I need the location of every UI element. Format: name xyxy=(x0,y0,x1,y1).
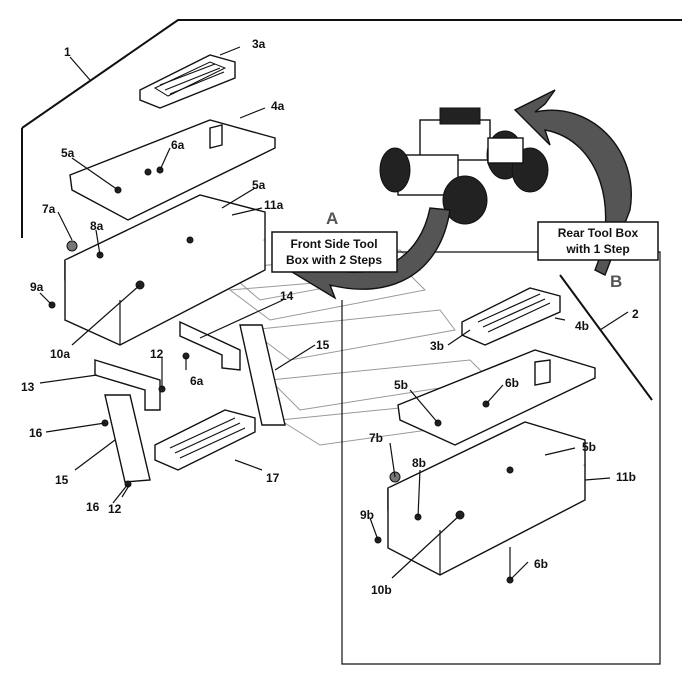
toolbox-11a xyxy=(64,194,266,346)
label-14: 14 xyxy=(280,289,294,303)
frame-a xyxy=(21,19,682,129)
tractor-image xyxy=(379,107,549,225)
callout-a-letter: A xyxy=(326,209,338,228)
callout-b-letter: B xyxy=(610,272,622,291)
part-labels: 1 2 3a 3b 4a 4b 5a 5a 5b 5b 6a 6a 6b 6b … xyxy=(21,37,639,597)
label-9a: 9a xyxy=(30,280,44,294)
label-10a: 10a xyxy=(50,347,70,361)
label-6a-top: 6a xyxy=(171,138,185,152)
callout-b-line2: with 1 Step xyxy=(565,242,629,256)
label-5b-right: 5b xyxy=(582,440,596,454)
label-5a-right: 5a xyxy=(252,178,266,192)
bracket-15-right xyxy=(239,324,286,426)
label-8a: 8a xyxy=(90,219,104,233)
label-6b-top: 6b xyxy=(505,376,519,390)
label-15-left: 15 xyxy=(55,473,69,487)
toolbox-11b xyxy=(387,421,586,576)
bracket-15-left xyxy=(104,394,151,483)
label-4a: 4a xyxy=(271,99,285,113)
label-16-top: 16 xyxy=(29,426,43,440)
label-2: 2 xyxy=(632,307,639,321)
label-3a: 3a xyxy=(252,37,266,51)
curved-arrow-b xyxy=(513,89,632,276)
label-13: 13 xyxy=(21,380,35,394)
label-8b: 8b xyxy=(412,456,426,470)
callout-b-line1: Rear Tool Box xyxy=(558,226,639,240)
cover-4a xyxy=(69,119,276,221)
label-15-right: 15 xyxy=(316,338,330,352)
label-12-bottom: 12 xyxy=(108,502,122,516)
label-17: 17 xyxy=(266,471,280,485)
label-7a: 7a xyxy=(42,202,56,216)
label-11a: 11a xyxy=(264,198,284,212)
step-17 xyxy=(154,409,256,471)
label-16-bottom: 16 xyxy=(86,500,100,514)
label-1: 1 xyxy=(64,45,71,59)
label-9b: 9b xyxy=(360,508,374,522)
step-3b xyxy=(461,287,561,346)
label-5a-top: 5a xyxy=(61,146,75,160)
label-12-top: 12 xyxy=(150,347,164,361)
leader-lines xyxy=(39,46,629,581)
label-6b-bottom: 6b xyxy=(534,557,548,571)
callout-a-line1: Front Side Tool xyxy=(290,237,377,251)
label-7b: 7b xyxy=(369,431,383,445)
label-3b: 3b xyxy=(430,339,444,353)
callout-b: Rear Tool Box with 1 Step B xyxy=(537,221,659,291)
label-6a-bottom: 6a xyxy=(190,374,204,388)
label-5b-left: 5b xyxy=(394,378,408,392)
callout-a: Front Side Tool Box with 2 Steps A xyxy=(271,209,398,273)
label-11b: 11b xyxy=(616,470,636,484)
bracket-14 xyxy=(179,320,241,371)
callout-a-line2: Box with 2 Steps xyxy=(286,253,382,267)
label-4b: 4b xyxy=(575,319,589,333)
step-3a xyxy=(139,54,236,109)
label-10b: 10b xyxy=(371,583,392,597)
